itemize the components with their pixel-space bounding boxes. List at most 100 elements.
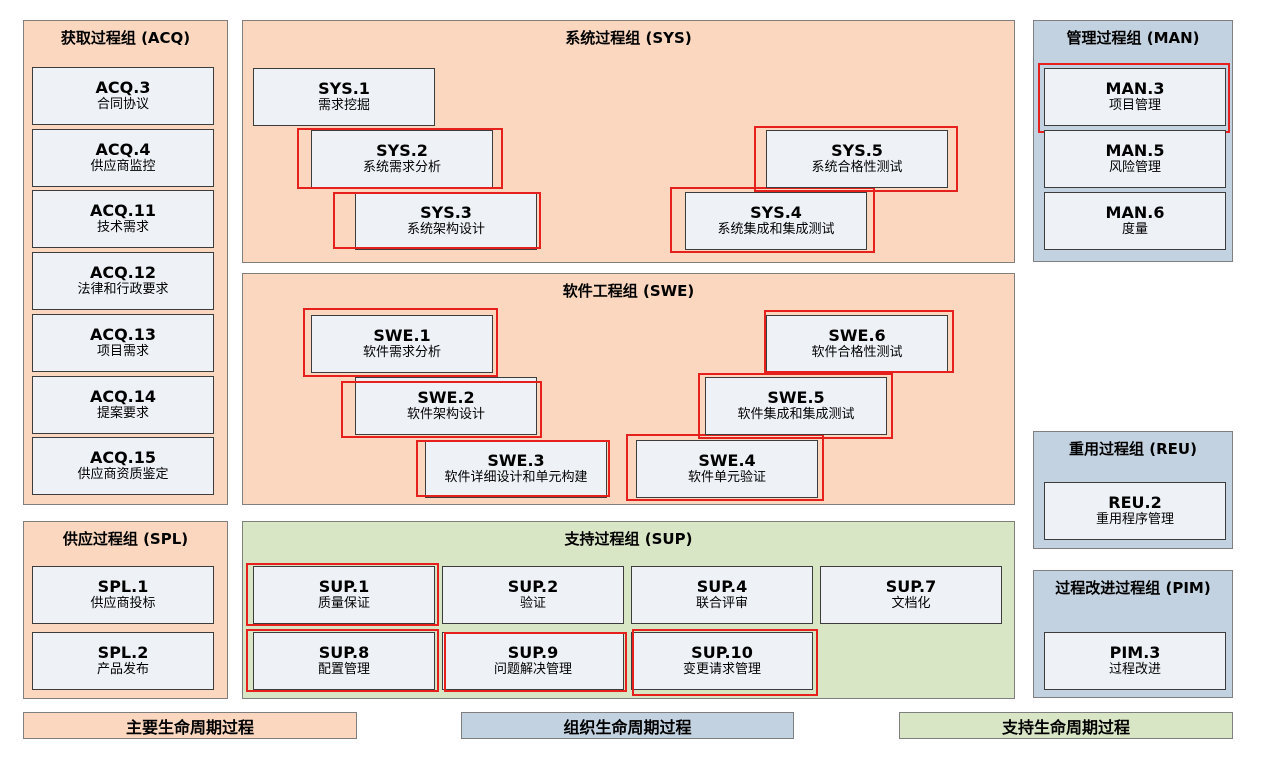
process-man-3[interactable]: MAN.3 项目管理 bbox=[1044, 68, 1226, 126]
process-swe-1[interactable]: SWE.1 软件需求分析 bbox=[311, 315, 493, 373]
process-sys-3[interactable]: SYS.3 系统架构设计 bbox=[355, 192, 537, 250]
process-name: 过程改进 bbox=[1108, 661, 1161, 677]
process-name: 系统架构设计 bbox=[406, 221, 485, 237]
process-name: 产品发布 bbox=[96, 661, 149, 677]
process-name: 联合评审 bbox=[695, 595, 748, 611]
process-name: 合同协议 bbox=[96, 96, 149, 112]
process-name: 重用程序管理 bbox=[1095, 511, 1174, 527]
process-id: SYS.5 bbox=[831, 141, 883, 161]
process-id: SUP.4 bbox=[696, 577, 748, 597]
process-sup-2[interactable]: SUP.2 验证 bbox=[442, 566, 624, 624]
process-id: SYS.2 bbox=[376, 141, 428, 161]
process-id: ACQ.15 bbox=[89, 448, 157, 468]
process-id: SYS.1 bbox=[318, 79, 370, 99]
process-name: 验证 bbox=[519, 595, 546, 611]
group-title-pim: 过程改进过程组 (PIM) bbox=[1055, 579, 1211, 597]
process-sup-10[interactable]: SUP.10 变更请求管理 bbox=[631, 632, 813, 690]
process-id: PIM.3 bbox=[1109, 643, 1161, 663]
process-swe-5[interactable]: SWE.5 软件集成和集成测试 bbox=[705, 377, 887, 435]
process-reu-2[interactable]: REU.2 重用程序管理 bbox=[1044, 482, 1226, 540]
process-name: 供应商资质鉴定 bbox=[77, 466, 169, 482]
process-id: ACQ.13 bbox=[89, 325, 157, 345]
process-id: SPL.1 bbox=[97, 577, 149, 597]
process-name: 供应商投标 bbox=[90, 595, 156, 611]
process-name: 配置管理 bbox=[317, 661, 370, 677]
process-name: 技术需求 bbox=[96, 219, 149, 235]
process-id: MAN.3 bbox=[1105, 79, 1165, 99]
process-id: SYS.3 bbox=[420, 203, 472, 223]
process-id: MAN.5 bbox=[1105, 141, 1165, 161]
process-id: SWE.6 bbox=[828, 326, 886, 346]
process-name: 需求挖掘 bbox=[317, 97, 370, 113]
process-id: SWE.4 bbox=[698, 451, 756, 471]
process-sup-7[interactable]: SUP.7 文档化 bbox=[820, 566, 1002, 624]
process-acq-4[interactable]: ACQ.4 供应商监控 bbox=[32, 129, 214, 187]
group-title-swe: 软件工程组 (SWE) bbox=[562, 282, 695, 300]
process-swe-3[interactable]: SWE.3 软件详细设计和单元构建 bbox=[425, 440, 607, 498]
group-title-spl: 供应过程组 (SPL) bbox=[62, 530, 189, 548]
process-id: SPL.2 bbox=[97, 643, 149, 663]
process-acq-14[interactable]: ACQ.14 提案要求 bbox=[32, 376, 214, 434]
process-sup-9[interactable]: SUP.9 问题解决管理 bbox=[442, 632, 624, 690]
process-sup-4[interactable]: SUP.4 联合评审 bbox=[631, 566, 813, 624]
legend-organizational: 组织生命周期过程 bbox=[461, 712, 794, 739]
process-id: ACQ.12 bbox=[89, 263, 157, 283]
process-name: 问题解决管理 bbox=[493, 661, 572, 677]
process-id: SWE.3 bbox=[487, 451, 545, 471]
group-acq: 获取过程组 (ACQ) ACQ.3 合同协议 ACQ.4 供应商监控 ACQ.1… bbox=[23, 20, 228, 505]
process-spl-1[interactable]: SPL.1 供应商投标 bbox=[32, 566, 214, 624]
process-pim-3[interactable]: PIM.3 过程改进 bbox=[1044, 632, 1226, 690]
process-name: 软件单元验证 bbox=[687, 469, 766, 485]
process-sys-2[interactable]: SYS.2 系统需求分析 bbox=[311, 130, 493, 188]
process-name: 系统合格性测试 bbox=[811, 159, 903, 175]
process-name: 风险管理 bbox=[1108, 159, 1161, 175]
process-id: ACQ.14 bbox=[89, 387, 157, 407]
process-sup-8[interactable]: SUP.8 配置管理 bbox=[253, 632, 435, 690]
process-swe-4[interactable]: SWE.4 软件单元验证 bbox=[636, 440, 818, 498]
process-id: SUP.7 bbox=[885, 577, 937, 597]
process-sys-4[interactable]: SYS.4 系统集成和集成测试 bbox=[685, 192, 867, 250]
process-swe-2[interactable]: SWE.2 软件架构设计 bbox=[355, 377, 537, 435]
process-id: SWE.1 bbox=[373, 326, 431, 346]
process-name: 软件合格性测试 bbox=[811, 344, 903, 360]
group-spl: 供应过程组 (SPL) SPL.1 供应商投标 SPL.2 产品发布 bbox=[23, 521, 228, 699]
process-name: 度量 bbox=[1121, 221, 1148, 237]
process-id: SYS.4 bbox=[750, 203, 802, 223]
process-name: 系统集成和集成测试 bbox=[717, 221, 835, 237]
process-swe-6[interactable]: SWE.6 软件合格性测试 bbox=[766, 315, 948, 373]
process-id: SUP.1 bbox=[318, 577, 370, 597]
process-man-5[interactable]: MAN.5 风险管理 bbox=[1044, 130, 1226, 188]
process-name: 系统需求分析 bbox=[362, 159, 441, 175]
process-id: ACQ.3 bbox=[95, 78, 151, 98]
process-name: 变更请求管理 bbox=[682, 661, 761, 677]
process-name: 提案要求 bbox=[96, 405, 149, 421]
process-id: MAN.6 bbox=[1105, 203, 1165, 223]
process-name: 法律和行政要求 bbox=[77, 281, 169, 297]
process-sys-5[interactable]: SYS.5 系统合格性测试 bbox=[766, 130, 948, 188]
process-name: 项目管理 bbox=[1108, 97, 1161, 113]
process-spl-2[interactable]: SPL.2 产品发布 bbox=[32, 632, 214, 690]
process-acq-12[interactable]: ACQ.12 法律和行政要求 bbox=[32, 252, 214, 310]
process-acq-11[interactable]: ACQ.11 技术需求 bbox=[32, 190, 214, 248]
process-sys-1[interactable]: SYS.1 需求挖掘 bbox=[253, 68, 435, 126]
process-name: 软件需求分析 bbox=[362, 344, 441, 360]
process-id: ACQ.4 bbox=[95, 140, 151, 160]
process-sup-1[interactable]: SUP.1 质量保证 bbox=[253, 566, 435, 624]
process-name: 软件集成和集成测试 bbox=[737, 406, 855, 422]
process-id: SUP.9 bbox=[507, 643, 559, 663]
process-name: 供应商监控 bbox=[90, 158, 156, 174]
process-id: SUP.2 bbox=[507, 577, 559, 597]
process-id: SWE.2 bbox=[417, 388, 475, 408]
group-title-reu: 重用过程组 (REU) bbox=[1069, 440, 1197, 458]
process-acq-13[interactable]: ACQ.13 项目需求 bbox=[32, 314, 214, 372]
group-title-man: 管理过程组 (MAN) bbox=[1066, 29, 1200, 47]
process-id: SUP.10 bbox=[691, 643, 753, 663]
process-id: REU.2 bbox=[1108, 493, 1162, 513]
process-name: 软件详细设计和单元构建 bbox=[444, 469, 588, 485]
process-acq-3[interactable]: ACQ.3 合同协议 bbox=[32, 67, 214, 125]
process-id: SWE.5 bbox=[767, 388, 825, 408]
legend-supporting: 支持生命周期过程 bbox=[899, 712, 1233, 739]
process-name: 项目需求 bbox=[96, 343, 149, 359]
process-acq-15[interactable]: ACQ.15 供应商资质鉴定 bbox=[32, 437, 214, 495]
process-man-6[interactable]: MAN.6 度量 bbox=[1044, 192, 1226, 250]
